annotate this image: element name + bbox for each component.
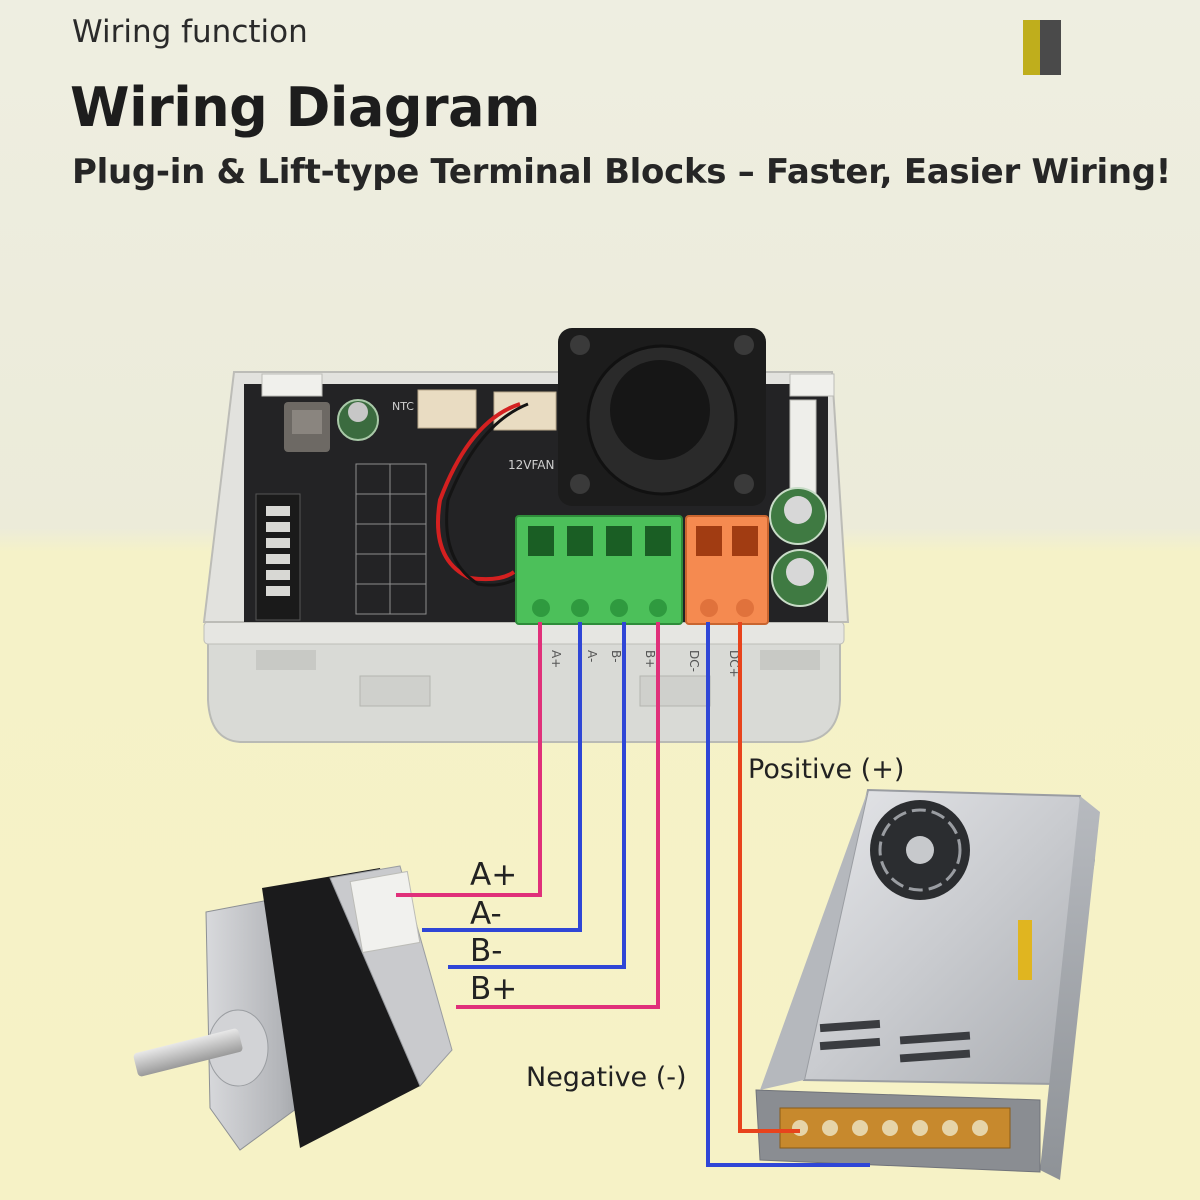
terminal-slot bbox=[528, 526, 554, 556]
capacitor-large-top bbox=[784, 496, 812, 524]
clip-front-far bbox=[760, 650, 820, 670]
dip-toggle bbox=[266, 538, 290, 548]
psu-terminal-screw bbox=[972, 1120, 988, 1136]
terminal-label-a-minus: A- bbox=[585, 650, 599, 662]
wire-b-plus bbox=[456, 622, 660, 1009]
psu-warning-sticker bbox=[1018, 920, 1032, 980]
connector-right bbox=[789, 399, 817, 497]
motor-connector bbox=[349, 870, 421, 954]
page-title: Wiring Diagram bbox=[70, 76, 540, 139]
psu-fan-hub bbox=[906, 836, 934, 864]
psu-vent bbox=[819, 1019, 881, 1033]
psu-end bbox=[760, 790, 868, 1090]
terminal-slot bbox=[732, 526, 758, 556]
psu-terminal-screw bbox=[942, 1120, 958, 1136]
psu-terminal-screw bbox=[912, 1120, 928, 1136]
terminal-label-a-plus: A+ bbox=[549, 650, 563, 668]
power-supply bbox=[755, 788, 1100, 1180]
wire-label-a-minus: A- bbox=[470, 896, 502, 932]
terminal-slot bbox=[567, 526, 593, 556]
connector-label-fan: 12VFAN bbox=[508, 458, 554, 472]
settings-table bbox=[355, 463, 427, 615]
terminal-slot bbox=[696, 526, 722, 556]
fan-screw bbox=[570, 335, 590, 355]
wire-a-plus bbox=[396, 622, 542, 897]
connector-ntc bbox=[417, 389, 477, 429]
page-subtitle: Plug-in & Lift-type Terminal Blocks – Fa… bbox=[72, 152, 1171, 192]
dip-toggle bbox=[266, 554, 290, 564]
label-positive: Positive (+) bbox=[748, 754, 904, 785]
terminal-screw bbox=[649, 599, 667, 617]
fan-screw bbox=[734, 335, 754, 355]
brand-mark-gray bbox=[1040, 20, 1061, 75]
wire-a-minus bbox=[422, 622, 582, 932]
fan-screw bbox=[734, 474, 754, 494]
dip-toggle bbox=[266, 522, 290, 532]
clip-left bbox=[261, 373, 323, 397]
capacitor-small-top bbox=[348, 402, 368, 422]
terminal-screw bbox=[700, 599, 718, 617]
psu-terminal-screw bbox=[792, 1120, 808, 1136]
connector-label-ntc: NTC bbox=[392, 400, 414, 413]
psu-vent bbox=[899, 1031, 971, 1045]
fan-hub bbox=[610, 360, 710, 460]
terminal-screw bbox=[736, 599, 754, 617]
capacitor-large-top bbox=[786, 558, 814, 586]
terminal-label-b-minus: B- bbox=[609, 650, 623, 663]
controller-board: NTC 12VFAN A+ A- B- B+ DC- bbox=[202, 328, 850, 743]
terminal-label-dc-minus: DC- bbox=[687, 650, 701, 672]
clip-front-right bbox=[639, 675, 711, 707]
terminal-slot bbox=[645, 526, 671, 556]
terminal-screw bbox=[571, 599, 589, 617]
stepper-motor bbox=[133, 865, 453, 1151]
psu-side bbox=[1040, 796, 1100, 1180]
clip-front-left bbox=[256, 650, 316, 670]
terminal-screw bbox=[610, 599, 628, 617]
psu-vent bbox=[819, 1037, 881, 1051]
clip-right bbox=[789, 373, 835, 397]
terminal-label-b-plus: B+ bbox=[643, 650, 657, 668]
brand-mark bbox=[1023, 20, 1061, 75]
wire-dc-plus bbox=[738, 622, 800, 1133]
psu-terminal-screw bbox=[882, 1120, 898, 1136]
psu-terminal-screw bbox=[852, 1120, 868, 1136]
dip-toggle bbox=[266, 586, 290, 596]
psu-terminal-screw bbox=[822, 1120, 838, 1136]
terminal-block-motor bbox=[515, 515, 683, 625]
terminal-screw bbox=[532, 599, 550, 617]
dip-toggle bbox=[266, 506, 290, 516]
fan-cable-red bbox=[436, 402, 521, 582]
enclosure-rim bbox=[203, 621, 845, 645]
wire-label-a-plus: A+ bbox=[470, 857, 517, 893]
clip-front-mid bbox=[359, 675, 431, 707]
wire-b-minus bbox=[448, 622, 626, 969]
dip-toggle bbox=[266, 570, 290, 580]
brand-mark-yellow bbox=[1023, 20, 1040, 75]
wires bbox=[396, 622, 870, 1167]
fan-screw bbox=[570, 474, 590, 494]
label-negative: Negative (-) bbox=[526, 1062, 687, 1093]
psu-vent bbox=[899, 1049, 971, 1063]
psu-fan-ring bbox=[878, 808, 962, 892]
wire-label-b-minus: B- bbox=[470, 933, 502, 969]
motor-shaft bbox=[133, 1028, 243, 1077]
enclosure-body bbox=[207, 639, 841, 743]
wire-dc-minus bbox=[706, 622, 870, 1167]
terminal-slot bbox=[606, 526, 632, 556]
wire-label-b-plus: B+ bbox=[470, 971, 517, 1007]
fan-cable-black bbox=[445, 402, 529, 587]
kicker-text: Wiring function bbox=[72, 14, 308, 50]
terminal-label-dc-plus: DC+ bbox=[727, 650, 741, 678]
inductor-label bbox=[292, 410, 322, 434]
